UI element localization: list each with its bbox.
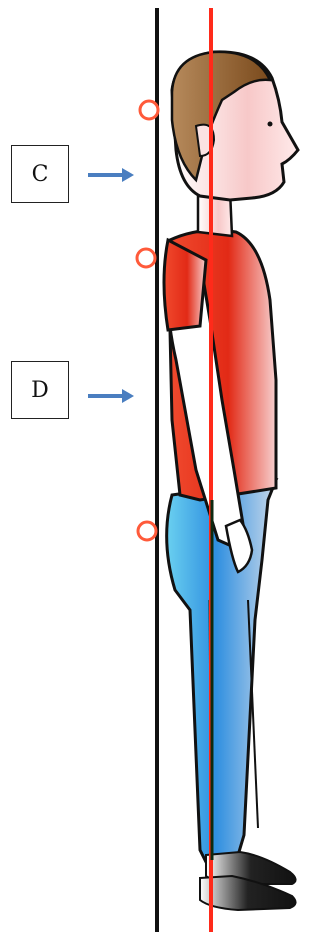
head	[172, 52, 298, 200]
label-c-box: C	[11, 145, 69, 203]
label-d-box: D	[11, 361, 69, 419]
label-c-text: C	[32, 162, 49, 187]
marker-hip	[138, 522, 156, 540]
marker-ear	[140, 101, 158, 119]
label-d-text: D	[31, 378, 49, 403]
right-arrow-icon	[88, 168, 134, 182]
shoes	[200, 852, 296, 910]
marker-shoulder	[137, 249, 155, 267]
right-arrow-icon	[88, 389, 134, 403]
